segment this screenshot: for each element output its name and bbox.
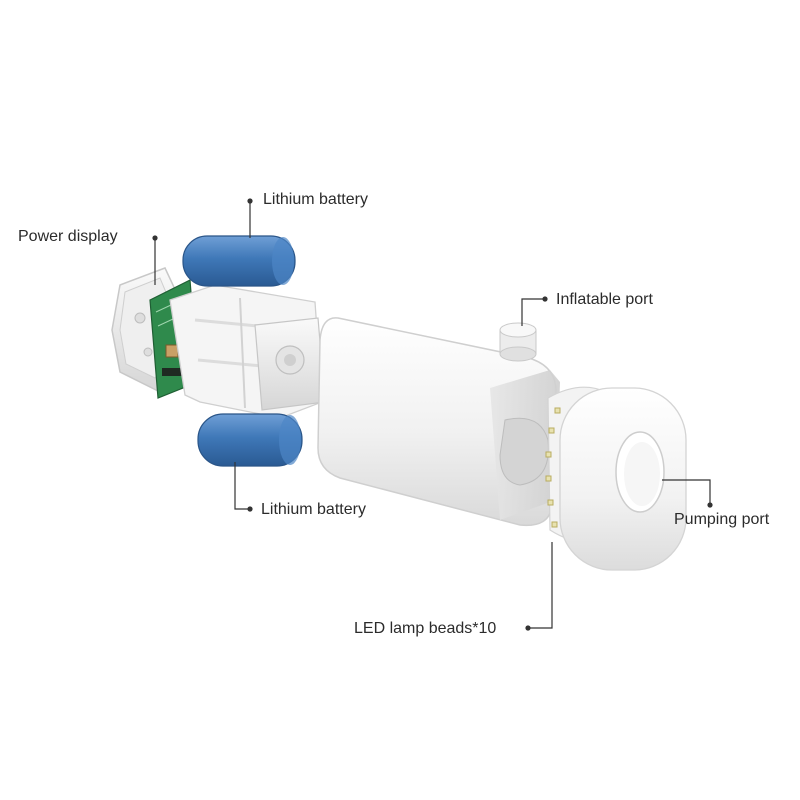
lithium-battery-top-shape <box>182 235 296 287</box>
inner-frame <box>169 284 326 419</box>
inflatable-port-nozzle <box>499 322 537 362</box>
label-power-display: Power display <box>18 228 118 245</box>
pumping-port-cap <box>559 387 687 571</box>
leader-lines <box>154 201 711 629</box>
label-lithium-battery-bottom: Lithium battery <box>261 501 366 518</box>
main-housing <box>317 317 560 527</box>
label-lithium-battery-top: Lithium battery <box>263 191 368 208</box>
label-led-lamp-beads: LED lamp beads*10 <box>354 620 497 637</box>
label-pumping-port: Pumping port <box>674 511 770 528</box>
label-inflatable-port: Inflatable port <box>556 291 653 308</box>
leader-dots <box>152 198 713 631</box>
lithium-battery-bottom-shape <box>197 413 303 467</box>
